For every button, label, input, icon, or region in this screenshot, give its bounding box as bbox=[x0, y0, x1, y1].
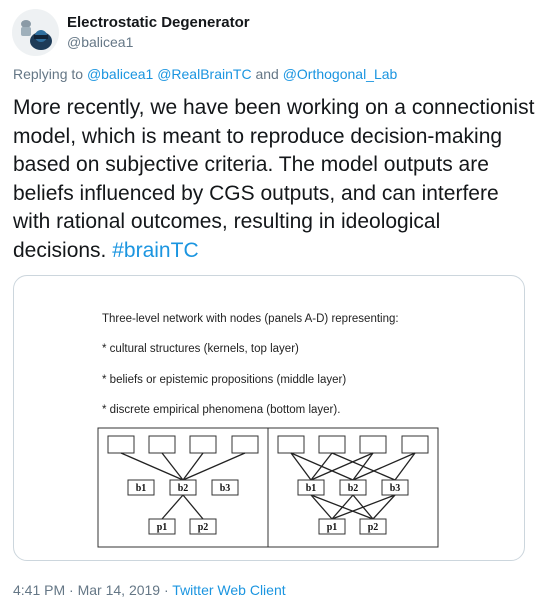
figure-caption-line: * cultural structures (kernels, top laye… bbox=[102, 343, 299, 355]
node-label: b1 bbox=[306, 483, 317, 494]
node-label: p2 bbox=[198, 522, 209, 533]
node-label: b2 bbox=[178, 483, 189, 494]
separator-dot: · bbox=[163, 582, 169, 598]
node-label: p1 bbox=[327, 522, 338, 533]
node-label: b3 bbox=[390, 483, 401, 494]
hashtag-link[interactable]: #brainTC bbox=[112, 238, 199, 262]
tweet-date[interactable]: Mar 14, 2019 bbox=[77, 582, 161, 598]
tweet-time[interactable]: 4:41 PM bbox=[13, 582, 66, 598]
mention-link[interactable]: @Orthogonal_Lab bbox=[282, 66, 398, 82]
mention-link[interactable]: @balicea1 bbox=[86, 66, 154, 82]
network-figure: Three-level network with nodes (panels A… bbox=[97, 313, 439, 548]
avatar-image bbox=[12, 9, 59, 56]
figure-caption-line: * discrete empirical phenomena (bottom l… bbox=[102, 404, 340, 416]
tweet-text: More recently, we have been working on a… bbox=[13, 94, 538, 266]
figure-caption-line: * beliefs or epistemic propositions (mid… bbox=[102, 374, 346, 386]
avatar[interactable] bbox=[12, 9, 59, 56]
replying-to-line: Replying to @balicea1 @RealBrainTC and @… bbox=[13, 66, 397, 82]
node-label: p1 bbox=[157, 522, 168, 533]
figure-caption-line: Three-level network with nodes (panels A… bbox=[102, 313, 399, 325]
tweet-metadata: 4:41 PM · Mar 14, 2019 · Twitter Web Cli… bbox=[13, 582, 286, 598]
node-label: b1 bbox=[136, 483, 147, 494]
separator-dot: · bbox=[69, 582, 74, 598]
node-label: b2 bbox=[348, 483, 359, 494]
node-label: b3 bbox=[220, 483, 231, 494]
right-network-panel: b1 b2 b3 p1 p2 bbox=[267, 427, 439, 548]
client-link[interactable]: Twitter Web Client bbox=[172, 582, 286, 598]
media-card[interactable]: Three-level network with nodes (panels A… bbox=[13, 275, 525, 561]
replying-to-label: Replying to bbox=[13, 66, 84, 82]
tweet-body: More recently, we have been working on a… bbox=[13, 96, 535, 262]
replying-to-and: and bbox=[255, 66, 279, 82]
node-label: p2 bbox=[368, 522, 379, 533]
left-network-panel: b1 b2 b3 p1 p2 bbox=[97, 427, 269, 548]
mention-link[interactable]: @RealBrainTC bbox=[157, 66, 252, 82]
author-display-name[interactable]: Electrostatic Degenerator bbox=[67, 14, 250, 31]
author-handle[interactable]: @balicea1 bbox=[67, 34, 134, 50]
